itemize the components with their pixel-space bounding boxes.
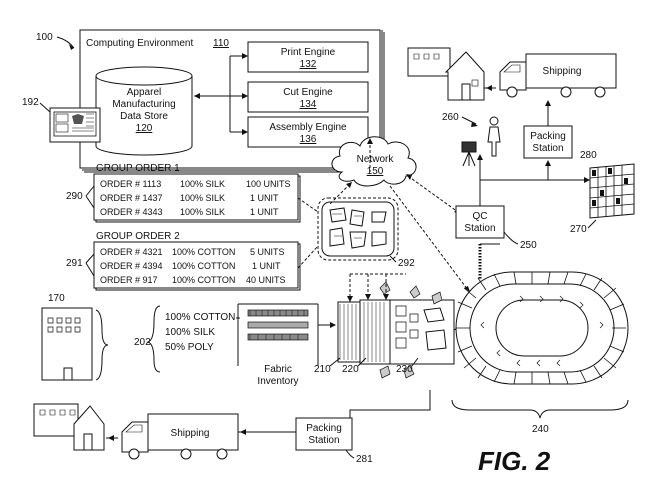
qc-station-line-2: Station — [464, 223, 495, 234]
pattern-to-line-links — [349, 273, 406, 302]
go2-row3-material: 100% COTTON — [172, 275, 235, 285]
go2-row3-qty: 40 UNITS — [246, 275, 286, 285]
assembly-engine-box — [247, 116, 369, 148]
track-to-packing-281 — [349, 390, 431, 418]
ref-280: 280 — [580, 150, 597, 161]
cut-engine-box — [247, 81, 369, 113]
ref-132: 132 — [300, 59, 317, 70]
ref-250: 250 — [520, 240, 537, 251]
go2-row1-order: ORDER # 4321 — [100, 247, 163, 257]
conveyor-track-240 — [455, 243, 629, 385]
print-engine-label: Print Engine — [281, 47, 336, 58]
fabric-inventory-line-2: Inventory — [257, 376, 298, 387]
fabric-1: 100% COTTON — [165, 312, 235, 323]
go2-row3-order: ORDER # 917 — [100, 275, 158, 285]
print-station-210 — [337, 301, 361, 363]
ref-100: 100 — [36, 32, 53, 43]
orders-to-pattern-links — [297, 197, 319, 269]
ref-260: 260 — [442, 112, 459, 123]
ref-150: 150 — [367, 166, 384, 177]
ref-100-leader — [56, 36, 75, 49]
shipping-truck-bottom: Shipping — [121, 413, 239, 460]
ref-290: 290 — [66, 191, 83, 202]
fabric-inventory-line-1: Fabric — [264, 364, 292, 375]
ref-170: 170 — [48, 293, 65, 304]
data-store-line-1: Apparel — [127, 87, 161, 98]
ref-270: 270 — [570, 224, 587, 235]
go1-row1-material: 100% SILK — [180, 179, 225, 189]
client-device — [49, 107, 101, 143]
network-cloud: Network 150 — [331, 136, 417, 187]
ref-192: 192 — [22, 97, 39, 108]
qc-station-line-1: QC — [473, 211, 488, 222]
storage-grid-270 — [589, 163, 635, 219]
factory-building-170 — [41, 307, 109, 381]
go1-row3-order: ORDER # 4343 — [100, 207, 163, 217]
go1-row3-qty: 1 UNIT — [250, 207, 279, 217]
go1-row2-qty: 1 UNIT — [250, 193, 279, 203]
packing-281-line-2: Station — [308, 435, 339, 446]
ref-120: 120 — [136, 123, 153, 134]
go1-row3-material: 100% SILK — [180, 207, 225, 217]
cut-station-220 — [359, 299, 391, 365]
data-store-cylinder: Apparel Manufacturing Data Store 120 — [95, 66, 193, 156]
go2-row2-order: ORDER # 4394 — [100, 261, 163, 271]
network-to-pattern-link — [329, 183, 351, 205]
qc-to-packing-link — [479, 179, 548, 206]
shipping-truck-top: Shipping — [499, 53, 617, 98]
group-order-1-box — [93, 173, 301, 223]
ref-240: 240 — [532, 424, 549, 435]
group-order-1-title: GROUP ORDER 1 — [96, 163, 180, 174]
shipping-bottom-label: Shipping — [171, 428, 210, 439]
track-bracket — [451, 399, 629, 419]
fabric-inventory-rack — [237, 303, 319, 366]
cut-engine-label: Cut Engine — [283, 87, 333, 98]
network-to-qc-link — [407, 175, 459, 213]
ref-292: 292 — [398, 258, 415, 269]
ref-202: 202 — [134, 337, 151, 348]
group-order-2-title: GROUP ORDER 2 — [96, 231, 180, 242]
fabric-2: 100% SILK — [165, 327, 215, 338]
house-top-right — [407, 47, 485, 101]
ref-291: 291 — [66, 258, 83, 269]
house-bottom-left — [33, 403, 105, 451]
figure-label: FIG. 2 — [478, 446, 551, 476]
ref-220: 220 — [342, 364, 359, 375]
production-line — [337, 281, 471, 379]
shipping-top-label: Shipping — [543, 66, 582, 77]
packing-280-line-1: Packing — [530, 131, 566, 142]
packing-281-line-1: Packing — [306, 423, 342, 434]
group-order-2-box — [93, 241, 301, 291]
print-engine-box — [247, 41, 369, 73]
assembly-engine-label: Assembly Engine — [269, 122, 347, 133]
ref-281: 281 — [356, 454, 373, 465]
packing-station-281-box — [295, 417, 353, 451]
go1-row2-material: 100% SILK — [180, 193, 225, 203]
computing-environment: Computing Environment 110 Apparel Manufa… — [79, 29, 385, 173]
network-to-track-link — [389, 185, 469, 291]
go1-row1-qty: 100 UNITS — [246, 179, 291, 189]
computing-environment-title: Computing Environment — [86, 38, 193, 49]
go2-row1-qty: 5 UNITS — [250, 247, 285, 257]
inspector-person — [487, 116, 501, 157]
ref-230: 230 — [396, 364, 413, 375]
qc-station-box — [455, 205, 505, 239]
go1-row1-order: ORDER # 1113 — [100, 179, 161, 189]
data-store-line-3: Data Store — [120, 111, 168, 122]
grouped-pattern-292 — [317, 197, 399, 261]
camera-tripod — [461, 141, 477, 167]
ref-134: 134 — [300, 99, 317, 110]
ref-136: 136 — [300, 134, 317, 145]
go2-row2-qty: 1 UNIT — [252, 261, 281, 271]
ref-210: 210 — [314, 364, 331, 375]
ref-110: 110 — [213, 38, 229, 49]
packing-280-line-2: Station — [532, 143, 563, 154]
go2-row2-material: 100% COTTON — [172, 261, 235, 271]
fabric-3: 50% POLY — [165, 342, 214, 353]
data-store-line-2: Manufacturing — [112, 99, 175, 110]
network-label: Network — [357, 154, 395, 165]
go2-row1-material: 100% COTTON — [172, 247, 235, 257]
go1-row2-order: ORDER # 1437 — [100, 193, 163, 203]
